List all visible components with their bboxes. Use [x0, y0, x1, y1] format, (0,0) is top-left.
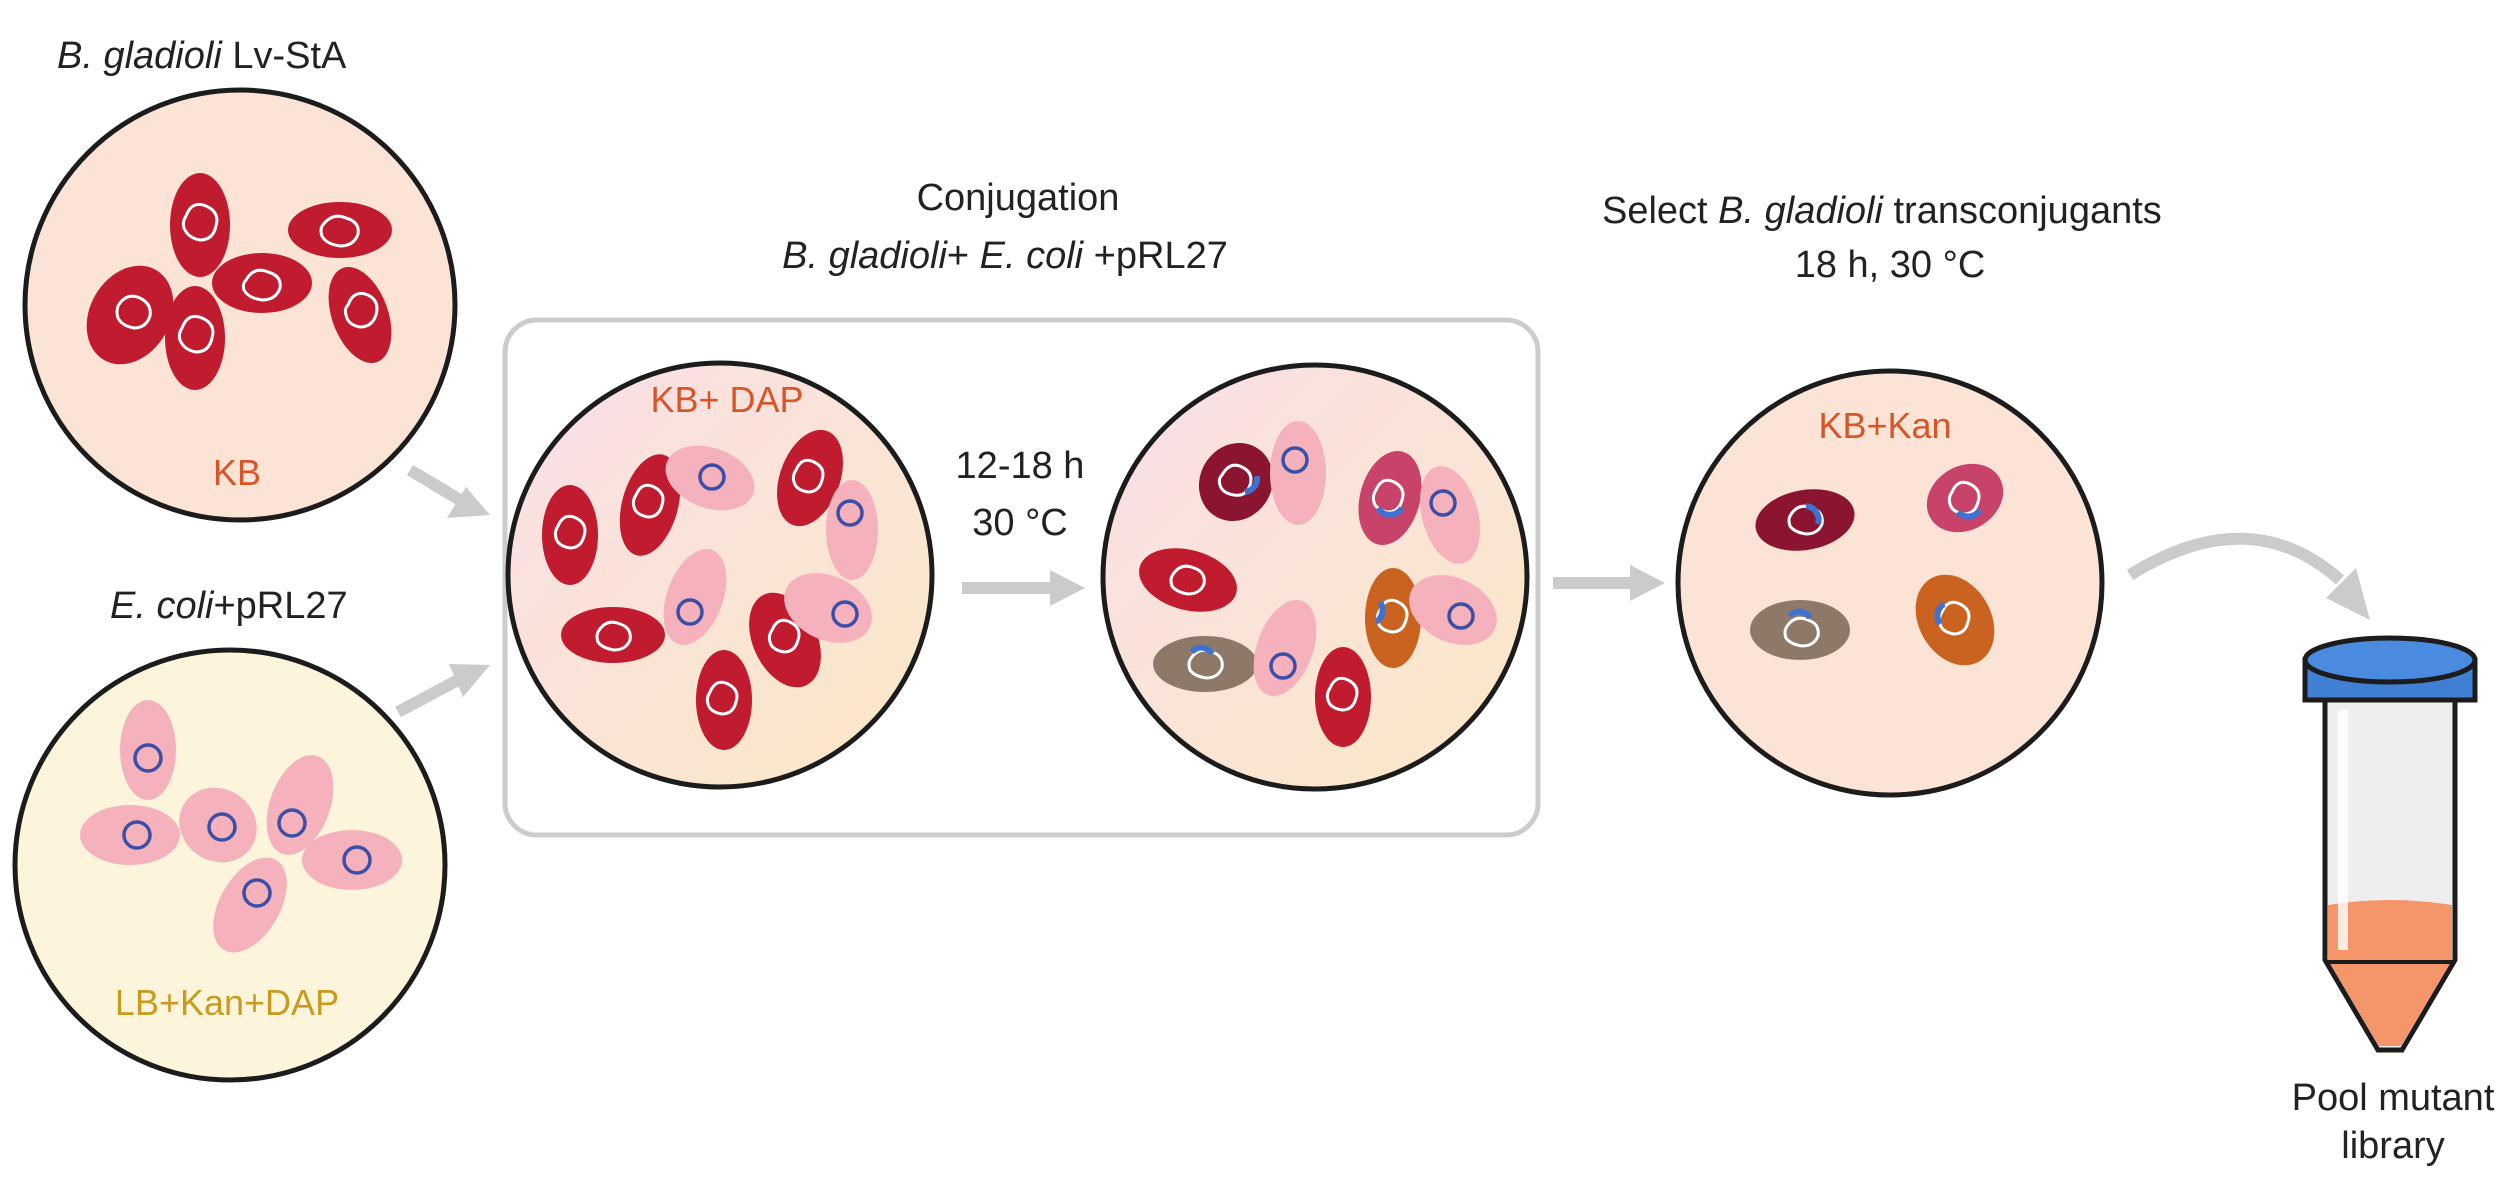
conjugation-subtitle: B. gladioli+ E. coli +pRL27 [782, 235, 1228, 277]
pink-cell [826, 480, 878, 580]
selection-title: Select B. gladioli transconjugants [1602, 190, 2162, 232]
red-cell [86, 265, 174, 365]
red-cell [619, 454, 681, 556]
incubation-temp: 30 °C [972, 502, 1067, 544]
red-cell [165, 286, 225, 390]
pink-cell [1409, 575, 1497, 645]
incubation-time: 12-18 h [956, 445, 1085, 487]
dark-red-cell [1755, 489, 1855, 551]
red-cell [1315, 647, 1371, 747]
pink-cell [1270, 421, 1326, 525]
pink-cell [1420, 466, 1480, 564]
tube-cap [2302, 635, 2478, 703]
kb-plate: KB [22, 87, 458, 523]
tube-label-line1: Pool mutant [2292, 1077, 2495, 1119]
magenta-cell [1926, 463, 2004, 533]
red-cell [561, 607, 665, 663]
kb-kan-plate: KB+Kan [1675, 368, 2105, 798]
pink-cell [266, 755, 334, 855]
pink-cell [213, 857, 287, 953]
taupe-cell [1750, 600, 1850, 660]
magenta-cell [1358, 450, 1422, 546]
conjugation-result-plate [1100, 362, 1530, 792]
pink-cell [80, 805, 180, 865]
tube-label-line2: library [2341, 1125, 2444, 1167]
kb-kan-label: KB+Kan [1818, 405, 1951, 446]
pink-cell [1253, 600, 1317, 696]
lb-plate: LB+Kan+DAP [12, 647, 448, 1083]
dark-red-cell [1198, 442, 1274, 522]
red-cell [288, 202, 392, 258]
arrow-to-conjugation-bottom [395, 664, 490, 718]
falcon-tube [2302, 635, 2478, 1053]
red-cell [212, 253, 312, 313]
red-cell [1139, 548, 1237, 612]
pink-cell [302, 830, 402, 890]
kb-dap-label: KB+ DAP [650, 379, 803, 420]
red-cell [170, 173, 230, 277]
pink-cell [665, 445, 755, 511]
ecoli-title: E. coli+pRL27 [110, 585, 348, 627]
selection-conditions: 18 h, 30 °C [1795, 244, 1986, 286]
arrow-incubation [962, 570, 1085, 606]
conjugation-box [502, 317, 1541, 838]
tube-liquid [2328, 900, 2452, 1046]
orange-cell [1365, 568, 1421, 668]
pink-cell [663, 549, 727, 645]
red-cell [328, 267, 392, 363]
bgladioli-title: B. gladioli Lv-StA [57, 35, 347, 77]
lb-kan-dap-label: LB+Kan+DAP [115, 982, 339, 1023]
orange-cell [1915, 574, 1995, 666]
arrow-to-conjugation-top [406, 464, 490, 518]
pink-cell [784, 573, 872, 643]
kb-label: KB [213, 452, 261, 493]
kb-dap-plate: KB+ DAP [505, 360, 935, 790]
conjugation-title: Conjugation [917, 177, 1120, 219]
pink-cell [120, 700, 176, 800]
arrow-to-selection [1553, 565, 1665, 601]
red-cell [696, 650, 752, 750]
red-cell [777, 429, 843, 527]
pink-cell [179, 787, 257, 863]
arrow-to-tube [2126, 532, 2370, 620]
taupe-cell [1153, 636, 1257, 692]
red-cell [542, 485, 598, 585]
